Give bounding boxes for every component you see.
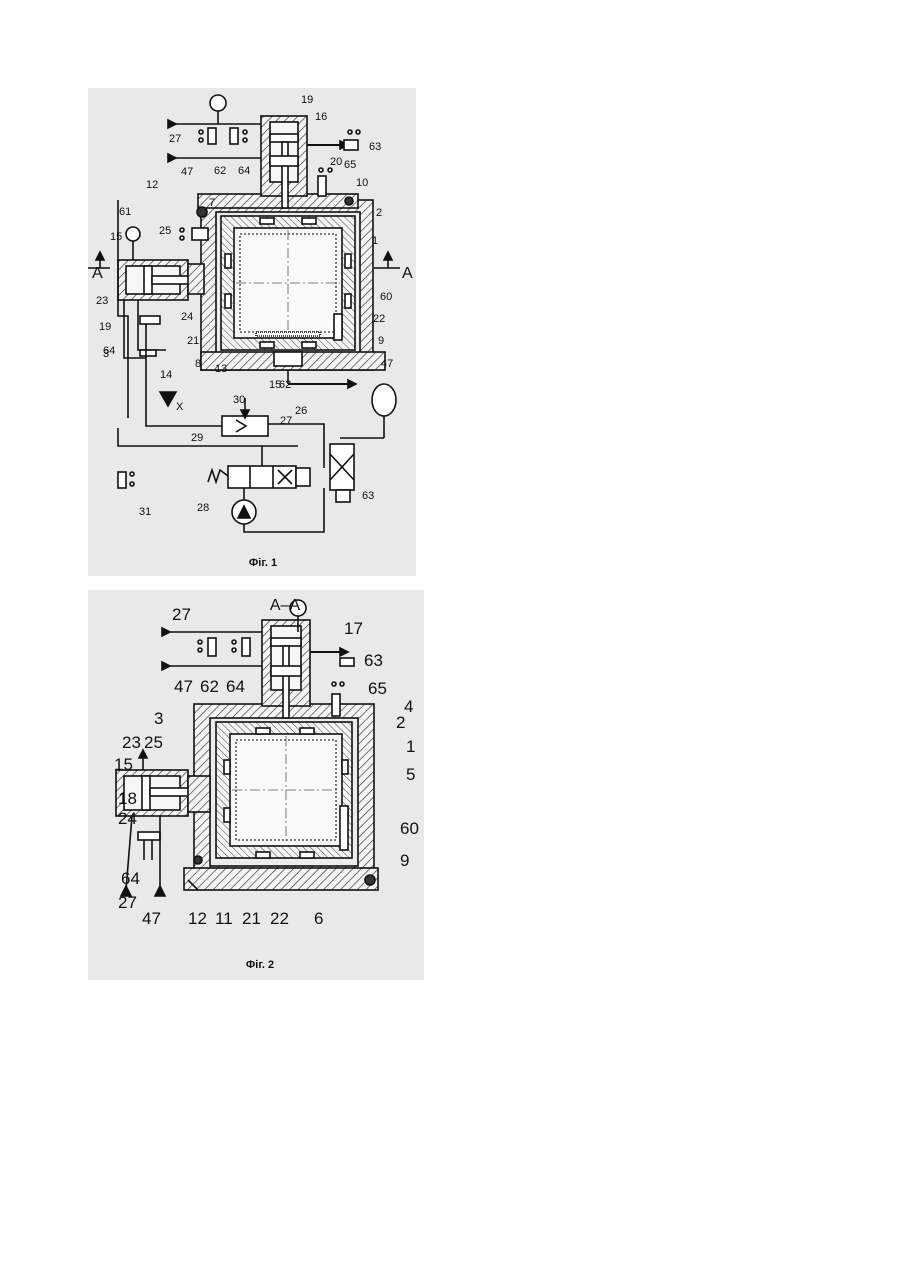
figure-1-label: 30 (233, 394, 245, 406)
figure-2-label: 63 (364, 651, 383, 670)
figure-1-label: 3 (103, 348, 109, 360)
figure-1-panel: 1916276264632065471012726115251АА6023192… (88, 88, 416, 576)
figure-1-label: 2 (376, 207, 382, 219)
figure-1-label: 23 (96, 295, 108, 307)
figure-1-label: А (92, 265, 103, 282)
figure-1-label: 47 (381, 358, 393, 370)
figure-2-label: 47 (174, 677, 193, 696)
figure-2-label: 9 (400, 851, 409, 870)
figure-2-label: 65 (368, 679, 387, 698)
figure-1-label: 27 (280, 415, 292, 427)
figure-2-label: 11 (215, 909, 233, 928)
figure-1-label: 10 (356, 177, 368, 189)
figure-2-label: 17 (344, 619, 363, 638)
figure-1-label: 15 (269, 379, 281, 391)
figure-1-label: 62 (214, 165, 226, 177)
figure-1-label: 16 (315, 111, 327, 123)
figure-2-label: 21 (242, 909, 261, 928)
figure-1-caption: Фіг. 1 (249, 557, 277, 569)
figure-2-label: 64 (121, 869, 140, 888)
figure-1-label: 21 (187, 335, 199, 347)
figure-1-label: 64 (238, 165, 250, 177)
figure-2-label: 1 (406, 737, 415, 756)
figure-2-label: 27 (118, 893, 137, 912)
figure-1-label: 1 (372, 235, 378, 247)
figure-1-label: 47 (181, 166, 193, 178)
figure-2-label: 18 (118, 789, 137, 808)
figure-1-drawing: 1916276264632065471012726115251АА6023192… (88, 88, 416, 576)
figure-2-label: 15 (114, 755, 133, 774)
figure-1-label: 24 (181, 311, 193, 323)
base-plate-11 (184, 868, 378, 890)
figure-1-label: 26 (295, 405, 307, 417)
figure-1-label: 28 (197, 502, 209, 514)
figure-1-label: 19 (99, 321, 111, 333)
figure-1-label: 31 (139, 506, 151, 518)
figure-2-label: 25 (144, 733, 163, 752)
figure-1-label: Х (176, 401, 184, 413)
figure-1-label: 63 (362, 490, 374, 502)
figure-1-label: 29 (191, 432, 203, 444)
figure-1-label: 20 (330, 156, 342, 168)
figure-2-label: 60 (400, 819, 419, 838)
section-title: А–А (270, 597, 301, 614)
figure-2-label: 22 (270, 909, 289, 928)
figure-1-label: 27 (169, 133, 181, 145)
figure-1-label: 7 (209, 197, 215, 209)
figure-1-label: 15 (110, 231, 122, 243)
figure-2-label: 2 (396, 713, 405, 732)
figure-1-label: 14 (160, 369, 172, 381)
figure-2-label: 23 (122, 733, 141, 752)
figure-1-label: 25 (159, 225, 171, 237)
figure-2-caption: Фіг. 2 (246, 959, 274, 971)
figure-1-label: 22 (373, 313, 385, 325)
figure-2-label: 6 (314, 909, 323, 928)
figure-1-label: 65 (344, 159, 356, 171)
figure-1-label: 60 (380, 291, 392, 303)
figure-2-panel: А–А 271763654762644322325115518602496427… (88, 590, 424, 980)
figure-2-label: 27 (172, 605, 191, 624)
figure-2-label: 12 (188, 909, 207, 928)
figure-2-label: 24 (118, 809, 137, 828)
figure-2-label: 62 (200, 677, 219, 696)
figure-2-label: 47 (142, 909, 161, 928)
figure-1-label: А (402, 265, 413, 282)
figure-2-label: 5 (406, 765, 415, 784)
figure-1-label: 9 (378, 335, 384, 347)
figure-1-label: 19 (301, 94, 313, 106)
figure-1-label: 8 (195, 358, 201, 370)
figure-2-label: 3 (154, 709, 163, 728)
figure-1-label: 13 (215, 363, 227, 375)
figure-1-label: 61 (119, 206, 131, 218)
figure-1-label: 63 (369, 141, 381, 153)
figure-2-label: 64 (226, 677, 245, 696)
figure-2-drawing: А–А 271763654762644322325115518602496427… (88, 590, 424, 980)
figure-1-label: 12 (146, 179, 158, 191)
